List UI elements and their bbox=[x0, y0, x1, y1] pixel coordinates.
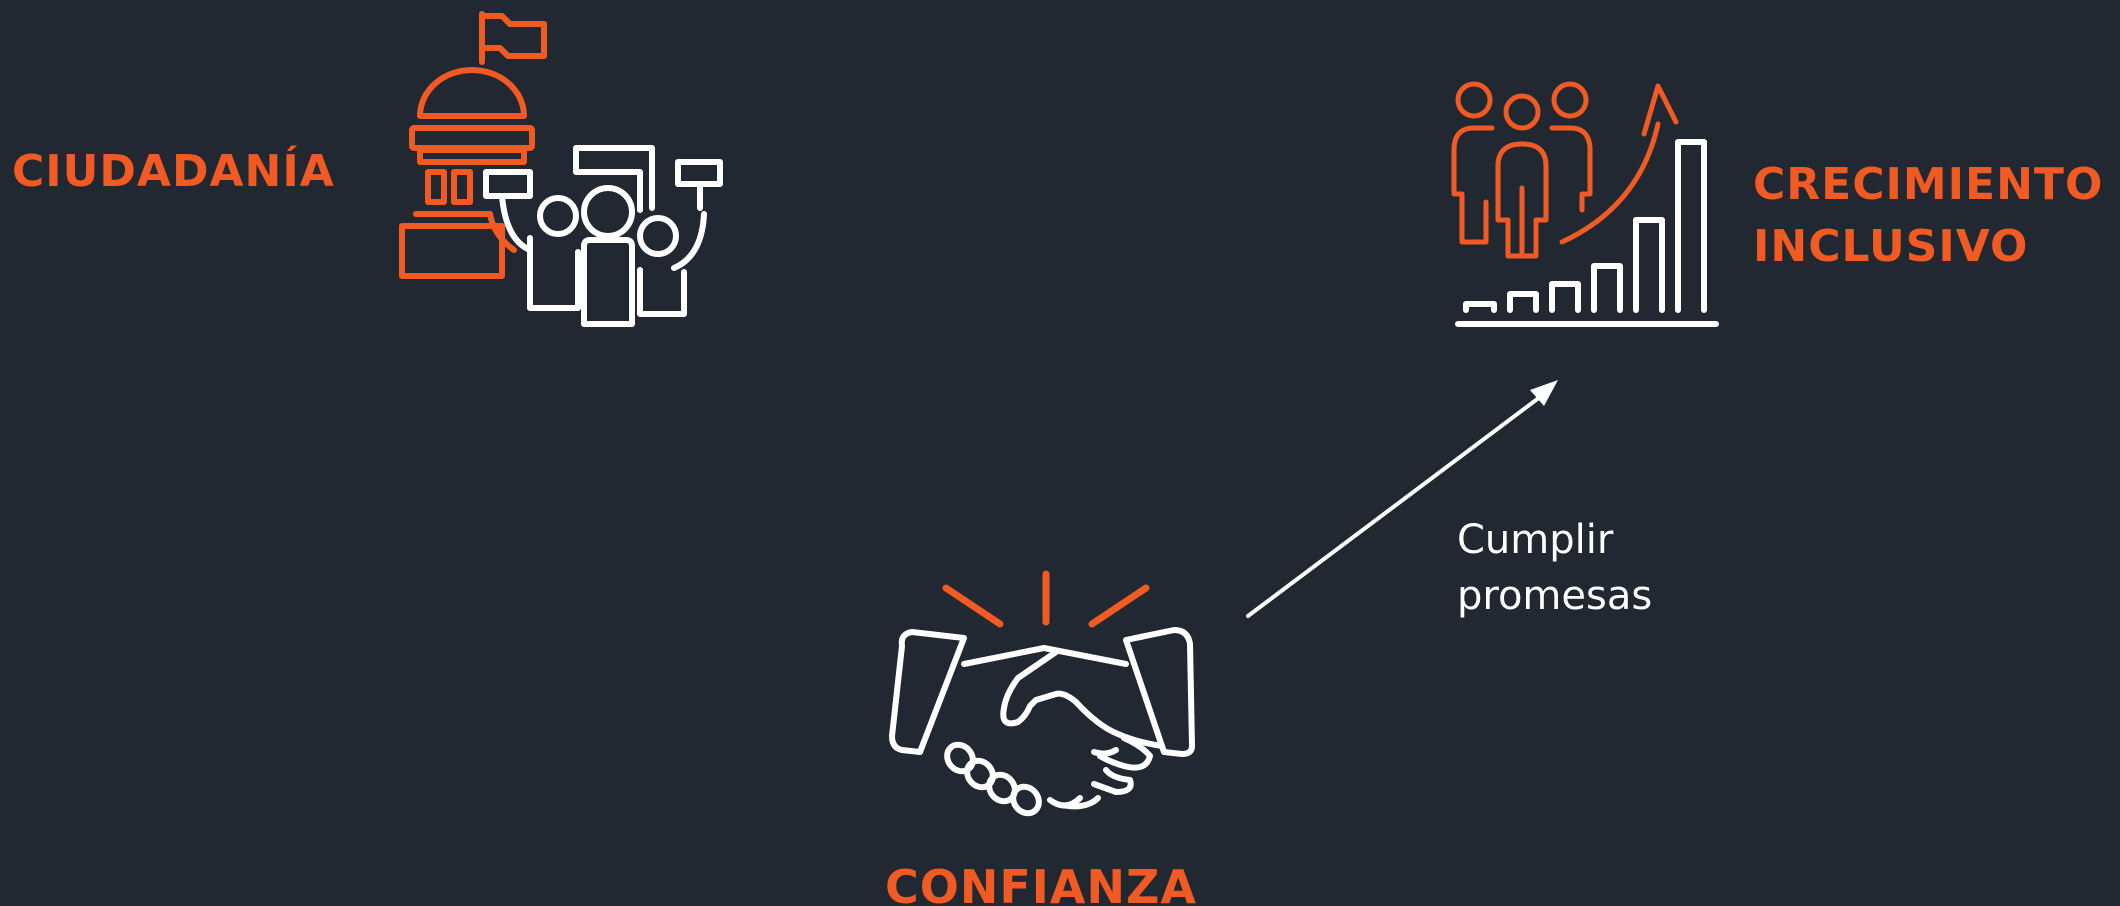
crecimiento-label-line1: CRECIMIENTO bbox=[1753, 159, 2104, 210]
people-growth-chart-icon bbox=[1451, 81, 1719, 327]
handshake-icon bbox=[889, 570, 1195, 817]
government-building-protest-icon bbox=[399, 11, 723, 327]
arrow-caption-line1: Cumplir bbox=[1457, 517, 1614, 563]
crecimiento-inclusivo-label: CRECIMIENTO INCLUSIVO bbox=[1753, 154, 2103, 278]
arrow-caption: Cumplir promesas bbox=[1457, 512, 1652, 624]
confianza-label: CONFIANZA bbox=[885, 860, 1197, 906]
crecimiento-label-line2: INCLUSIVO bbox=[1753, 221, 2029, 272]
arrow-caption-line2: promesas bbox=[1457, 573, 1653, 619]
ciudadania-label: CIUDADANÍA bbox=[12, 146, 335, 197]
